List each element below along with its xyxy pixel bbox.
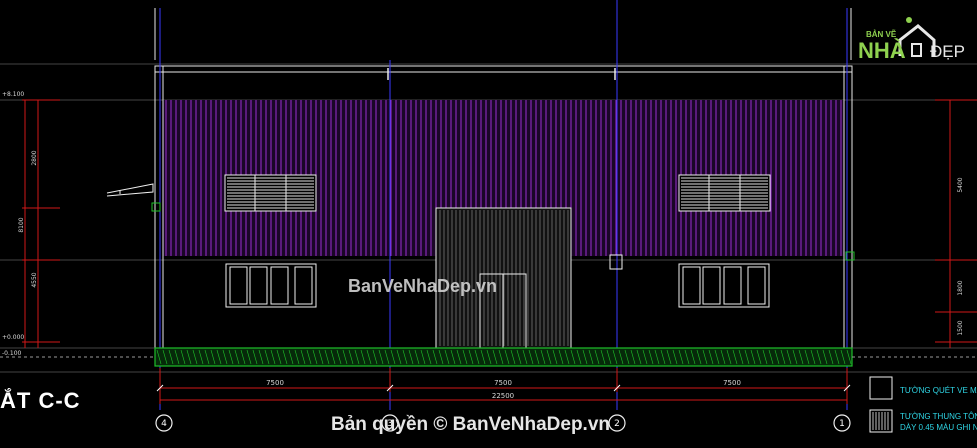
legend-item-3: DÀY 0.45 MÀU GHI NH [900,423,977,432]
height-dimension-3: 4550 [31,272,38,287]
logo-side-text: ĐẸP [930,42,965,61]
bay-dimension-3: 7500 [723,379,741,387]
legend-item-1: TƯỜNG QUÉT VE MÀU [900,386,977,395]
right-height-3: 1500 [957,320,964,335]
grid-label-1: 1 [839,419,845,429]
total-dimension: 22500 [492,392,514,400]
louvre-window-right [678,174,771,212]
legend-symbols [869,376,893,433]
grid-label-3: 3 [387,419,393,429]
louvre-window-left [224,174,317,212]
legend-item-2: TƯỜNG THUNG TÔN S [900,412,977,421]
dimension-lines [22,99,977,404]
cladding-ribs [165,100,842,256]
right-height-2: 1800 [957,280,964,295]
bay-dimension-1: 7500 [266,379,284,387]
main-door [435,207,572,349]
dimension-ticks [156,384,851,392]
house-icon [898,17,936,57]
window-left [225,263,317,308]
ground-slab [0,347,977,367]
watermark-copyright: Bản quyền © BanVeNhaDep.vn [331,414,611,435]
logo-main-text: NHÀ [858,38,906,63]
height-dimension-2: 8100 [18,217,25,232]
column-marks [387,68,616,80]
grid-bubbles [155,414,851,432]
height-dimension-1: 2800 [31,150,38,165]
level-zero: +0.000 [2,334,24,341]
window-right [678,263,770,308]
level-top: +8.100 [2,91,24,98]
watermark-center: BanVeNhaDep.vn [348,276,498,296]
grid-label-2: 2 [614,419,620,429]
level-minus: -0.100 [2,350,22,357]
bay-dimension-2: 7500 [494,379,512,387]
side-canopy [106,183,855,261]
grid-label-4: 4 [161,419,167,429]
logo-top-text: BẢN VẼ [866,30,897,39]
site-logo[interactable]: BẢN VẼ NHÀ ĐẸP [852,16,972,72]
section-title: ẮT C-C [0,388,81,413]
right-height-1: 5400 [957,177,964,192]
wall-box [609,254,623,270]
